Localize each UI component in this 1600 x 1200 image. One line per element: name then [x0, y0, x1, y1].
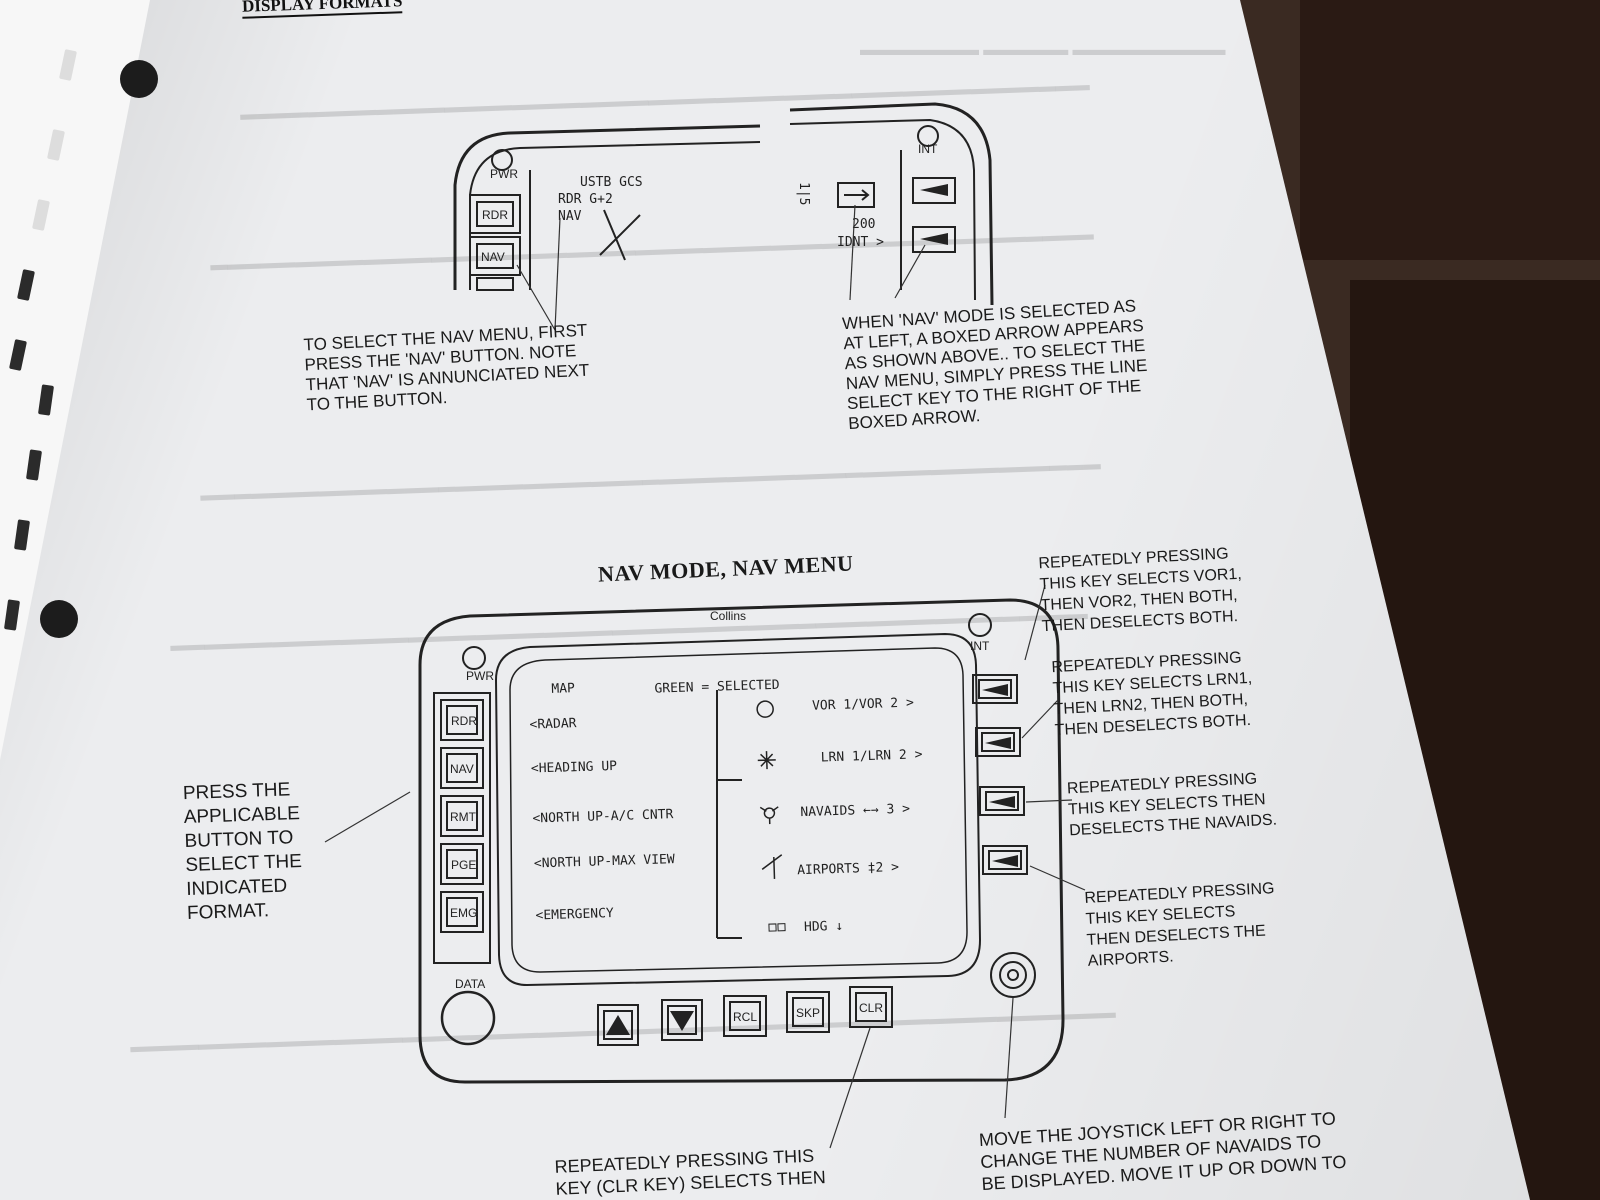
menu-item-hdg: HDG ↓	[804, 919, 844, 935]
callout-nav-mode-selected: WHEN 'NAV' MODE IS SELECTED AS AT LEFT, …	[842, 296, 1151, 434]
hdg-box-icon	[768, 923, 777, 932]
rcl-button-label: RCL	[733, 1010, 757, 1024]
floor-tile	[1300, 0, 1600, 260]
map-label: MAP	[551, 681, 575, 697]
skp-button-label: SKP	[796, 1006, 820, 1020]
top-side-code: 1|5	[796, 182, 811, 205]
top-screen-line: RDR G+2	[558, 192, 613, 207]
nav-button-label: NAV	[450, 762, 474, 776]
top-arrow-icon	[920, 233, 948, 245]
punch-hole	[120, 60, 158, 98]
navaid-symbol-icon	[759, 806, 779, 825]
main-leader-lines	[324, 584, 1086, 1149]
clr-button-label: CLR	[859, 1001, 883, 1015]
hdg-box-icon	[777, 923, 786, 932]
top-arrow-icon	[920, 184, 948, 196]
rdr-button-label: RDR	[451, 714, 477, 728]
top-int-label: INT	[918, 142, 938, 156]
arrow-left-icon	[982, 684, 1008, 696]
menu-item-emergency: <EMERGENCY	[535, 906, 614, 923]
menu-item-lrn: LRN 1/LRN 2 >	[820, 747, 922, 765]
data-label: DATA	[455, 977, 485, 991]
pge-button-label: PGE	[451, 858, 476, 872]
callout-navaids: REPEATEDLY PRESSING THIS KEY SELECTS THE…	[1066, 768, 1278, 842]
menu-item-navaids: NAVAIDS ←→ 3 >	[800, 802, 910, 820]
menu-item-vor: VOR 1/VOR 2 >	[812, 695, 914, 713]
arrow-left-icon	[985, 737, 1011, 749]
bottom-buttons	[597, 986, 893, 1046]
rmt-button-label: RMT	[450, 810, 477, 824]
right-line-select-keys	[972, 674, 1028, 875]
top-nav-button-label: NAV	[481, 250, 505, 264]
callout-press-applicable: PRESS THE APPLICABLE BUTTON TO SELECT TH…	[183, 778, 304, 926]
arrow-left-icon	[989, 796, 1015, 808]
menu-item-airports: AIRPORTS ‡2 >	[797, 860, 899, 878]
green-selected-legend: GREEN = SELECTED	[654, 678, 780, 697]
int-label: INT	[970, 639, 990, 653]
lrn-symbol-icon	[757, 751, 776, 770]
callout-lrn: REPEATEDLY PRESSING THIS KEY SELECTS LRN…	[1051, 647, 1255, 741]
airport-symbol-icon	[761, 854, 783, 879]
top-screen-line: NAV	[558, 209, 582, 224]
menu-item-north-up-ac-cntr: <NORTH UP-A/C CNTR	[532, 807, 673, 826]
triangle-down-icon	[670, 1011, 694, 1031]
emg-button-label: EMG	[450, 906, 477, 920]
top-left-panel	[453, 124, 761, 291]
callout-vor: REPEATEDLY PRESSING THIS KEY SELECTS VOR…	[1038, 543, 1245, 637]
top-screen-line: USTB GCS	[580, 175, 643, 190]
top-right-idnt: IDNT >	[837, 235, 884, 250]
brand-label: Collins	[710, 609, 746, 623]
menu-item-north-up-max-view: <NORTH UP-MAX VIEW	[534, 852, 675, 871]
punch-hole	[40, 600, 78, 638]
show-through-text: ▬▬▬▬▬▬▬ ▬▬▬▬▬ ▬▬▬▬▬▬▬▬▬	[860, 40, 1226, 59]
vor-symbol-icon	[756, 700, 774, 718]
top-leader-lines	[516, 204, 926, 331]
pwr-label: PWR	[466, 669, 494, 683]
menu-item-heading-up: <HEADING UP	[531, 759, 618, 777]
top-right-value: 200	[852, 217, 875, 232]
top-right-panel	[789, 102, 994, 306]
left-buttons	[440, 699, 484, 933]
triangle-up-icon	[606, 1015, 630, 1035]
callout-line: INDICATED	[185, 875, 288, 901]
callout-select-nav-menu: TO SELECT THE NAV MENU, FIRST PRESS THE …	[303, 321, 591, 416]
callout-line: FORMAT.	[186, 900, 270, 924]
top-pwr-label: PWR	[490, 167, 518, 181]
menu-item-radar: <RADAR	[529, 716, 577, 732]
arrow-left-icon	[992, 855, 1018, 867]
top-rdr-button-label: RDR	[482, 208, 508, 222]
main-mfd-bezel	[418, 598, 1065, 1084]
callout-airports: REPEATEDLY PRESSING THIS KEY SELECTS THE…	[1084, 878, 1278, 972]
